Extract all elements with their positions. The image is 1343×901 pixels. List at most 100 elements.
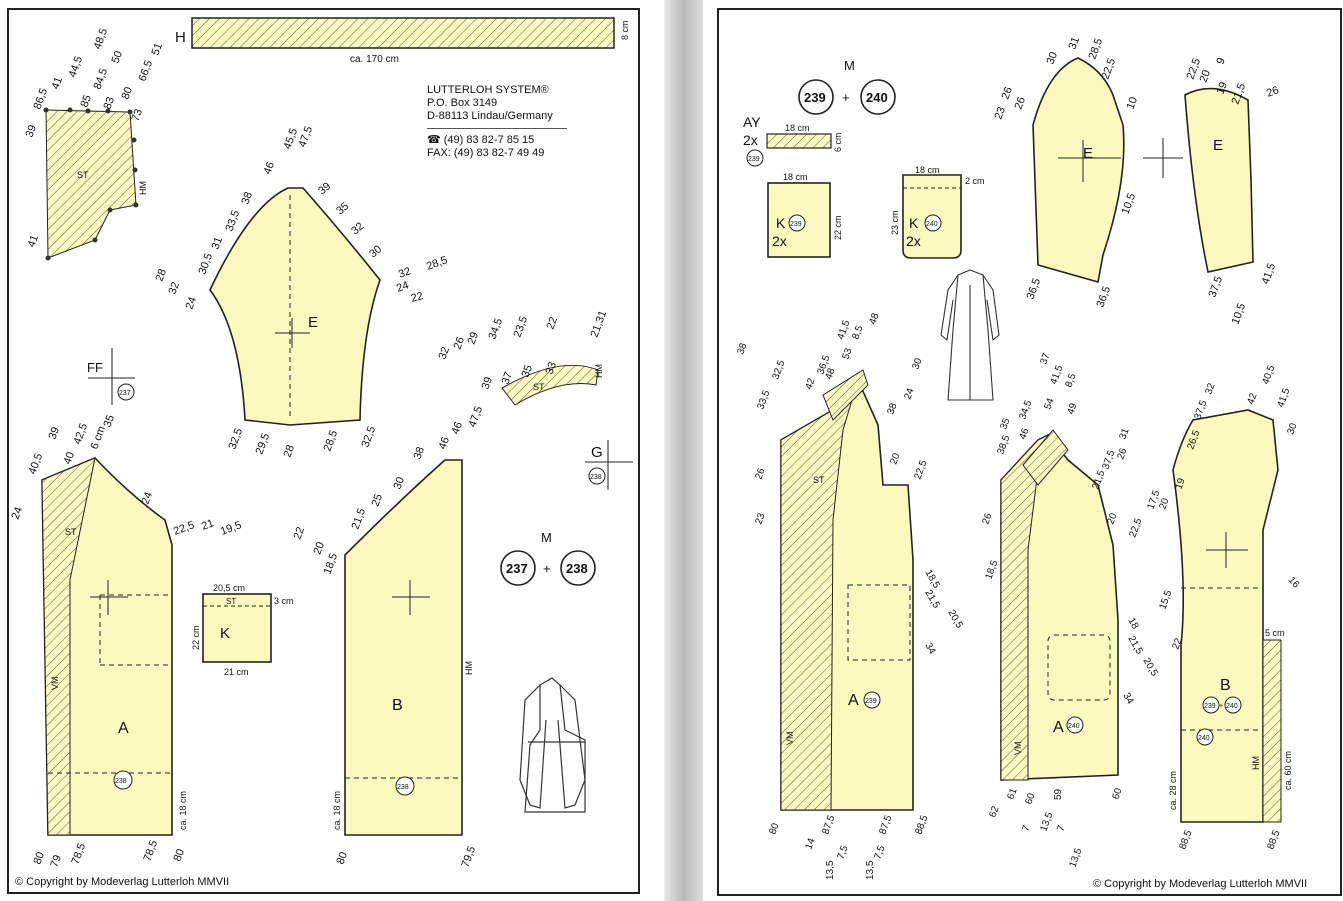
company-info: LUTTERLOH SYSTEM® P.O. Box 3149 D-88113 …	[427, 84, 567, 160]
front-239-ref: 239	[865, 698, 877, 705]
pocket-st: ST	[226, 597, 236, 606]
facing-piece-41: 41	[26, 233, 41, 249]
f240-62: 62	[987, 804, 1001, 819]
f-24b: 24	[10, 505, 25, 521]
m-86-5: 86,5	[32, 87, 51, 111]
f239-32-5: 32,5	[770, 359, 787, 381]
c-34-5: 34,5	[487, 317, 506, 341]
b-25: 25	[370, 492, 385, 508]
strip-h-length: ca. 170 cm	[350, 54, 399, 65]
se-10: 10	[1125, 95, 1140, 111]
f240-21-5b: 21,5	[1125, 634, 1144, 657]
f-80b: 80	[172, 847, 187, 863]
ay-ref: 239	[748, 156, 760, 163]
f240-8-5: 8,5	[1063, 372, 1078, 389]
c-32: 32	[437, 345, 452, 361]
f240-46: 46	[1017, 426, 1031, 441]
s-32a: 32	[349, 220, 366, 237]
front-239-label: A	[848, 692, 859, 709]
front-a-label: A	[118, 720, 129, 737]
pocket-side: 22 cm	[191, 625, 201, 650]
se-26b: 26	[1013, 95, 1028, 111]
copyright-left: © Copyright by Modeverlag Lutterloh MMVI…	[15, 876, 230, 888]
br-20: 20	[1157, 496, 1171, 511]
pattern-page-right: M 239 + 240 AY 2x 18 cm 6 cm 239 18 cm 2…	[703, 0, 1343, 901]
m-83: 83	[102, 95, 117, 111]
se-30: 30	[1045, 50, 1060, 66]
facing-ff-ref: 237	[119, 390, 131, 397]
f239-21-5: 21,5	[922, 588, 941, 611]
back-right-ca-left: ca. 28 cm	[1168, 771, 1178, 810]
svg-text:+: +	[1219, 703, 1223, 710]
coat-sketch-left	[519, 677, 586, 813]
se-10-5: 10,5	[1120, 192, 1139, 216]
se-36-5a: 36,5	[1025, 277, 1044, 301]
pocket-k	[202, 593, 272, 663]
sleeve-piece-e-right	[1032, 57, 1125, 284]
f-39: 39	[47, 425, 62, 441]
strip-h	[191, 17, 615, 49]
size-m-right: M	[844, 58, 855, 73]
f240-31: 31	[1117, 426, 1131, 441]
front-240-label: A	[1053, 719, 1064, 736]
front-239-st: ST	[813, 475, 825, 485]
f239-20-5: 20,5	[945, 608, 964, 631]
pattern-page-left: H ca. 170 cm 8 cm ST HM 41 41 44,5 48,5 …	[0, 0, 664, 901]
front-240-vm: VM	[1013, 742, 1023, 756]
ay-strip	[766, 133, 832, 149]
f240-37-5: 37,5	[1100, 449, 1117, 471]
pattern-drawing-right: M 239 + 240 AY 2x 18 cm 6 cm 239 18 cm 2…	[735, 35, 1301, 880]
f240-18: 18	[1125, 616, 1140, 632]
f-21: 21	[200, 517, 216, 532]
f-40-5: 40,5	[27, 452, 46, 476]
b-79-5: 79,5	[460, 845, 479, 869]
f239-38b: 38	[885, 401, 899, 416]
m-41: 41	[50, 75, 65, 91]
b-38: 38	[412, 445, 427, 461]
f-6cm: 6 cm	[89, 425, 108, 452]
pocket-top: 20,5 cm	[213, 583, 245, 593]
front-facing-hatch	[41, 457, 96, 836]
strip-g-label: G	[591, 444, 603, 461]
f239-7-5a: 7,5	[835, 844, 850, 861]
pocket-k-239-letter: K	[776, 215, 786, 231]
pocket-k-240-top: 18 cm	[915, 165, 940, 175]
br-41-5: 41,5	[1275, 387, 1292, 409]
f239-80: 80	[767, 821, 781, 836]
f-42-5: 42,5	[72, 422, 91, 446]
f239-87-5a: 87,5	[820, 814, 837, 836]
se-23: 23	[993, 105, 1008, 121]
f239-33-5: 33,5	[755, 389, 772, 411]
s-32-5b: 32,5	[360, 425, 379, 449]
s-22: 22	[410, 290, 425, 305]
back-right-hm: HM	[1251, 756, 1261, 770]
pocket-bottom: 21 cm	[224, 667, 249, 677]
s-32-5a: 32,5	[227, 427, 246, 451]
strip-h-width: 8 cm	[620, 20, 630, 40]
sleeve-e-label: E	[308, 314, 318, 331]
br-22: 22	[1170, 636, 1184, 651]
f239-14: 14	[803, 836, 817, 851]
m-51: 51	[150, 41, 165, 57]
f-19-5: 19,5	[219, 519, 243, 538]
sleeve-e-right-label: E	[1083, 145, 1093, 162]
c-33: 33	[544, 360, 559, 376]
undersleeve-label: E	[1213, 137, 1223, 154]
f239-23: 23	[753, 511, 767, 526]
br-30: 30	[1285, 421, 1299, 436]
pocket-right: 3 cm	[274, 596, 294, 606]
b-46a: 46	[437, 435, 452, 451]
f239-30: 30	[910, 356, 924, 371]
m-50: 50	[110, 49, 125, 65]
f240-20-5: 20,5	[1140, 656, 1159, 679]
company-phone: ☎ (49) 83 82-7 85 15	[427, 128, 567, 147]
strip-h-letter: H	[175, 29, 186, 46]
back-b-label: B	[392, 697, 403, 714]
c-26: 26	[452, 335, 467, 351]
front-vm-label: VM	[50, 677, 60, 691]
pocket-k-239-top: 18 cm	[783, 172, 808, 182]
ay-label: AY	[743, 114, 761, 130]
f239-42: 42	[803, 376, 817, 391]
c-37: 37	[500, 370, 515, 386]
s-28-5b: 28,5	[322, 429, 341, 453]
